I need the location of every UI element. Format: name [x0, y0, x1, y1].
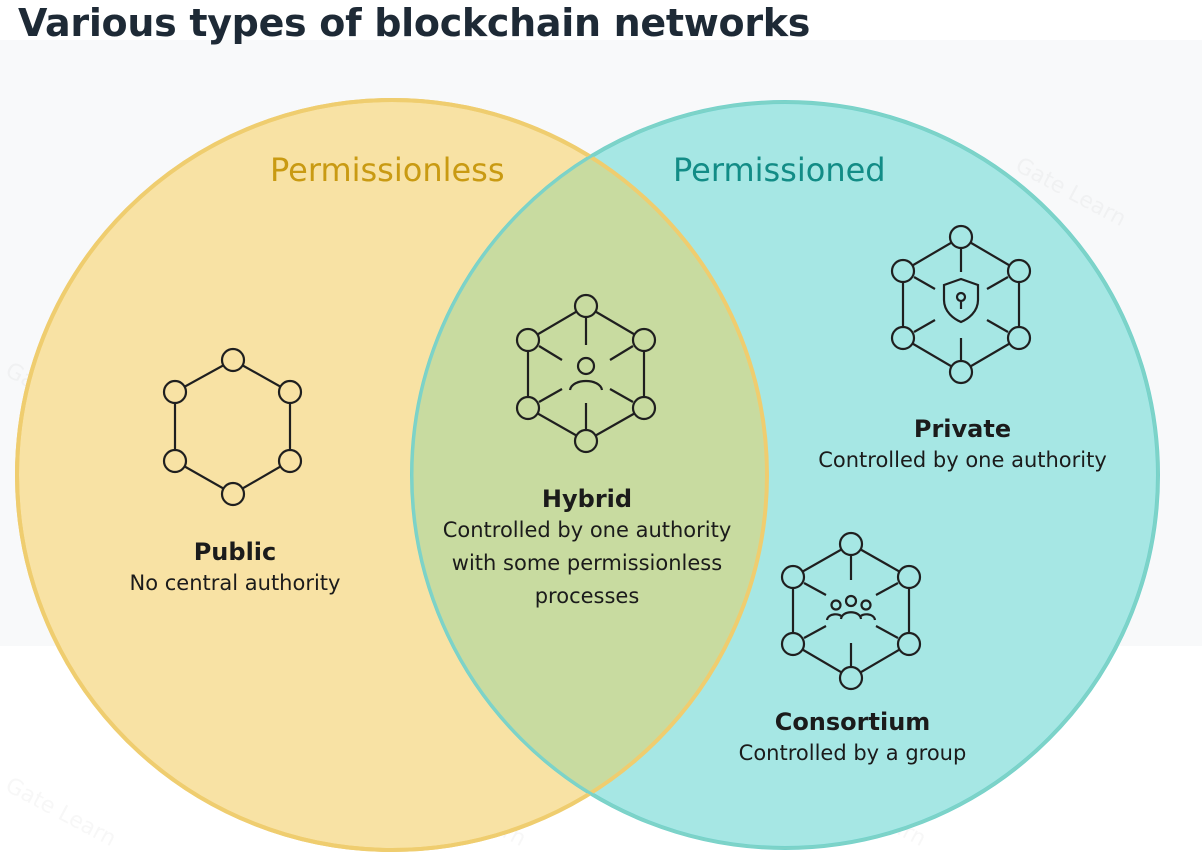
- hexagon-network-icon: [162, 347, 303, 507]
- hybrid-node: Hybrid Controlled by one authority with …: [412, 484, 762, 613]
- private-description: Controlled by one authority: [818, 448, 1107, 472]
- consortium-description: Controlled by a group: [738, 741, 967, 765]
- consortium-title: Consortium: [774, 708, 931, 736]
- permissionless-outline: [15, 98, 769, 852]
- public-description: No central authority: [129, 571, 341, 595]
- public-node: Public No central authority: [90, 537, 380, 599]
- hybrid-description-line: processes: [534, 584, 640, 608]
- permissioned-label: Permissioned: [673, 151, 886, 189]
- hexagon-network-shield-lock-icon: [890, 224, 1032, 385]
- page-title: Various types of blockchain networks: [18, 1, 811, 45]
- permissionless-label: Permissionless: [270, 151, 505, 189]
- hybrid-description-line: with some permissionless: [451, 551, 723, 575]
- hexagon-network-group-icon: [780, 531, 922, 691]
- private-title: Private: [913, 415, 1012, 443]
- hybrid-title: Hybrid: [541, 485, 633, 513]
- public-title: Public: [193, 538, 277, 566]
- overlap-region: [412, 102, 767, 848]
- permissioned-outline: [410, 100, 1160, 850]
- hexagon-network-user-icon: [515, 293, 657, 454]
- hybrid-description-line: Controlled by one authority: [442, 518, 732, 542]
- private-node: Private Controlled by one authority: [790, 414, 1135, 476]
- consortium-node: Consortium Controlled by a group: [705, 707, 1000, 769]
